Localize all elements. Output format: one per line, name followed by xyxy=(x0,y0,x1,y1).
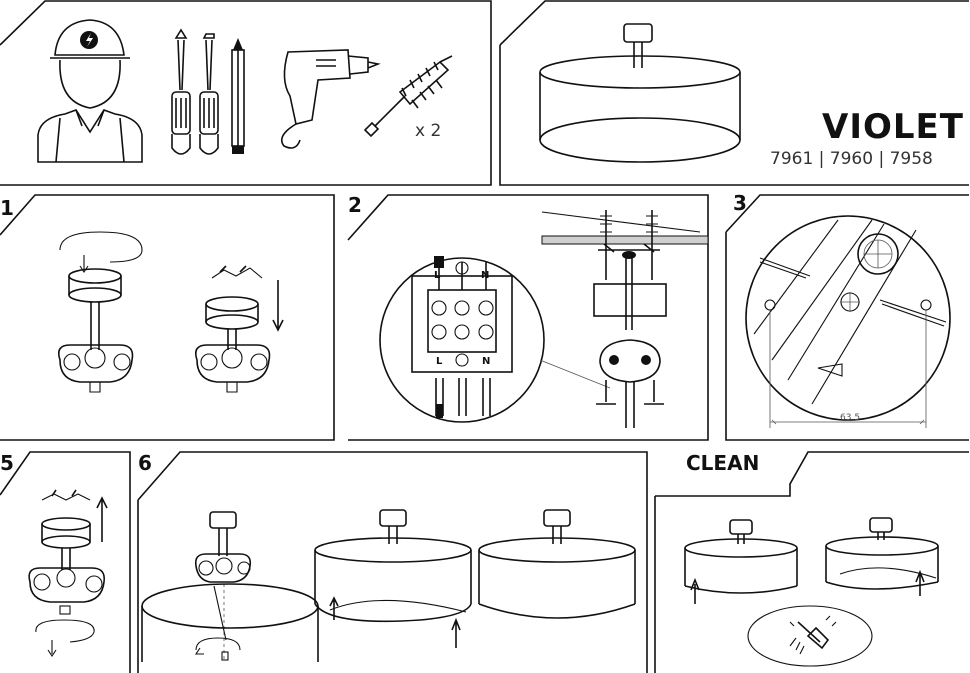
step-number: 5 xyxy=(0,451,14,475)
terminal-label-n-bottom: N xyxy=(482,356,490,367)
quantity-label: x 2 xyxy=(415,121,441,141)
terminal-label-n: N xyxy=(481,270,489,281)
terminal-block-detail xyxy=(379,257,545,423)
clean-panel: CLEAN xyxy=(654,451,969,673)
cleaning-brush-icon xyxy=(789,615,837,655)
drill-icon xyxy=(280,49,381,149)
wall-plug-icon xyxy=(363,55,453,138)
clean-title: CLEAN xyxy=(686,451,759,475)
product-name: VIOLET xyxy=(822,107,964,147)
step-3-panel: 3 63,5 xyxy=(725,191,969,441)
tools-panel: x 2 xyxy=(0,0,492,186)
terminal-label-l-bottom: L xyxy=(436,356,443,367)
terminal-label-l: L xyxy=(434,270,441,281)
step-number: 1 xyxy=(0,196,14,220)
mounting-plate xyxy=(745,215,951,421)
step-2-panel: 2 L N L N xyxy=(347,193,709,441)
model-numbers: 7961 | 7960 | 7958 xyxy=(770,149,933,169)
step-number: 6 xyxy=(138,451,152,475)
electrician-icon xyxy=(37,19,143,163)
ceiling-lamp-illustration xyxy=(539,23,741,163)
step-1-panel: 1 xyxy=(0,194,335,441)
dimension-label: 63,5 xyxy=(840,413,860,423)
step-6-panel: 6 xyxy=(137,451,648,673)
step-5-panel: 5 xyxy=(0,451,131,673)
pencil-icon xyxy=(231,38,245,154)
product-panel: VIOLET 7961 | 7960 | 7958 xyxy=(499,0,969,186)
step-number: 2 xyxy=(348,193,362,217)
screwdriver-icon xyxy=(171,28,219,155)
step-number: 3 xyxy=(733,191,747,215)
